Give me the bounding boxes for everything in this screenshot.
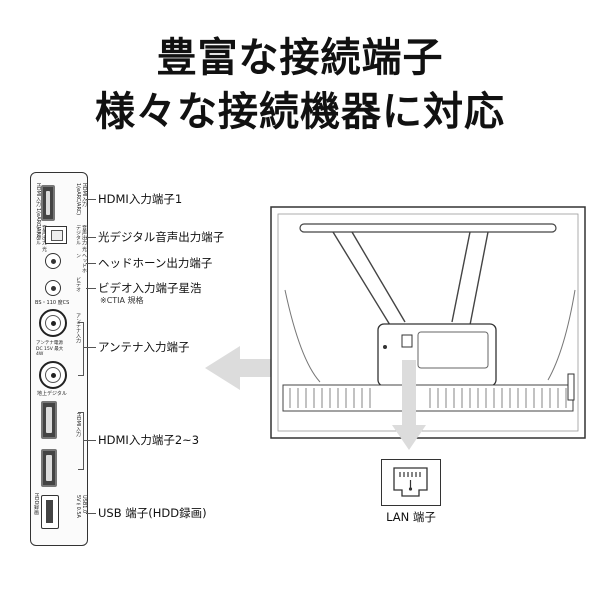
label-optical: 光デジタル音声出力端子 [98,230,225,244]
panel-optical-print: 音声出力 光デジタル [75,225,87,252]
hdmi-1-port [41,185,55,221]
brace-hdmi23 [78,412,84,470]
label-hdmi1: HDMI入力端子1 [98,192,183,206]
video-port [45,280,61,296]
label-headphone: ヘッドホーン出力端子 [98,256,213,270]
tv-terminal-plate [417,331,489,369]
headphone-port [45,253,61,269]
headline-line-2: 様々な接続機器に対応 [95,89,505,135]
tv-vent-slats [289,388,567,408]
panel-antenna-note: アンテナ電源 DC 15V 最大 4W [36,341,64,357]
usb-port [41,495,59,529]
headline-line-1: 豊富な接続端子 [156,35,444,81]
tv-side-latch [567,373,575,401]
usb-tongue [46,500,53,523]
lan-port-icon [393,467,428,497]
tv-vent-strip [282,384,574,412]
label-video-note: ※CTIA 規格 [100,296,144,305]
label-usb: USB 端子(HDD録画) [98,506,207,520]
tv-terminal-box [377,323,497,387]
panel-terrestrial-print: 地上デジタル [37,391,67,397]
tv-stand-bracket [332,231,489,326]
panel-hdmi23-print: HDMI入力 [75,413,81,437]
panel-video-print: ビデオ [75,277,81,292]
side-connector-panel: HDMI入力 1(eARC/ARC) HDMI入力 1(eARC/ARC) 音声… [30,172,88,546]
leader-optical [86,237,96,238]
panel-hdmi-side-print: HDMI入力 1(eARC/ARC) [35,183,41,241]
label-hdmi23: HDMI入力端子2~3 [98,433,200,447]
panel-bs-print: BS・110 度CS [35,300,70,306]
leader-antenna [84,347,96,348]
hdmi-3-port [41,449,57,487]
panel-headphone-print: ヘッドホン [75,253,87,273]
bs-cs-antenna-port [39,309,67,337]
leader-video [86,288,96,289]
leader-headphone [86,263,96,264]
tv-terminal-screw [383,345,387,349]
tv-mount-bar [299,223,557,233]
optical-shutter [51,230,63,241]
panel-usb-print: USB1.0 5V⎓0.5A [75,495,87,518]
leader-usb [86,513,96,514]
leader-hdmi1 [86,199,96,200]
optical-port [45,226,67,244]
arrow-to-lan [392,360,426,450]
terrestrial-antenna-port [39,361,67,389]
leader-hdmi23 [84,440,96,441]
hdmi-2-port [41,401,57,439]
panel-antenna-print: アンテナ入力 [75,313,81,343]
lan-port-illustration [381,459,441,506]
panel-optical-side-print: 音声出力 光デジタル [35,225,47,252]
panel-hdd-print: HDD録画 [33,493,39,515]
brace-antenna [78,322,84,376]
panel-hdmi1-print: HDMI入力 1(eARC/ARC) [75,183,87,216]
tv-inner-edge [277,213,579,432]
label-lan: LAN 端子 [386,510,436,524]
tv-body-curves [284,289,576,383]
label-video: ビデオ入力端子星浩 [98,281,202,295]
label-antenna: アンテナ入力端子 [98,340,190,354]
tv-lan-socket [401,334,413,348]
